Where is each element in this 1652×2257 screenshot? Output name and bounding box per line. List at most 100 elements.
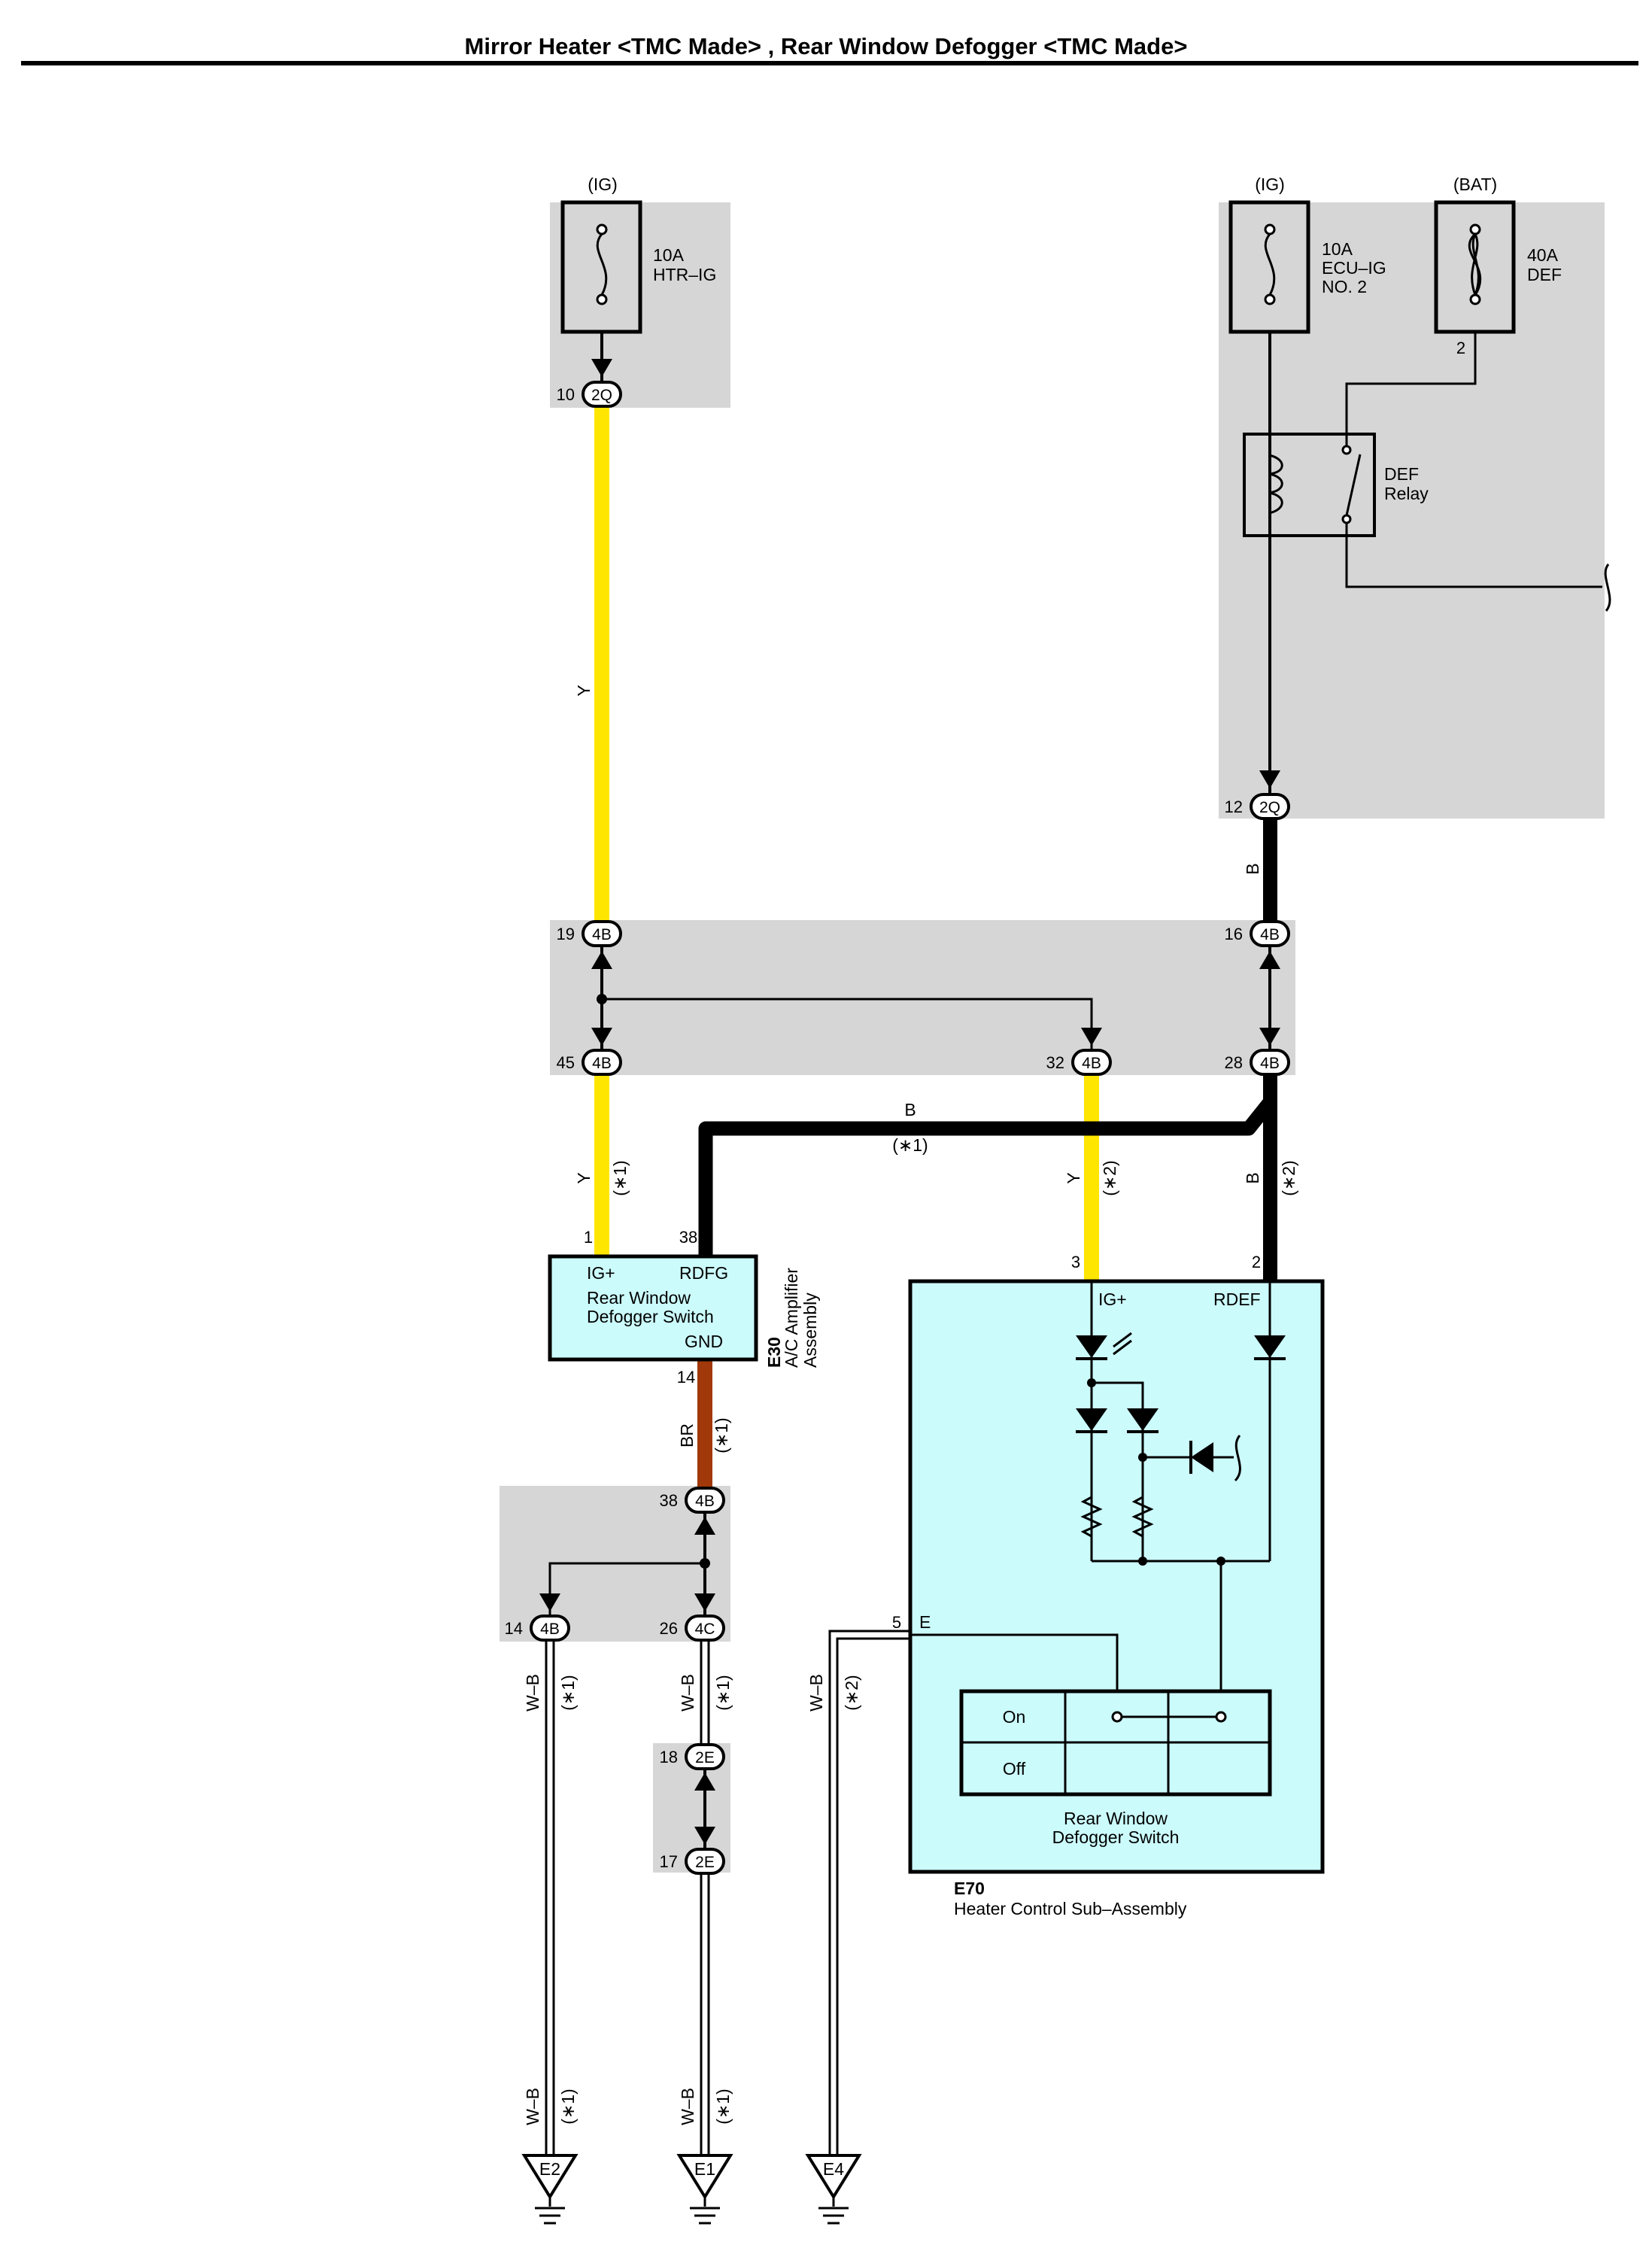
ground-e4-label: E4 xyxy=(823,2159,844,2179)
wire-label-b-e70: B xyxy=(1243,1172,1262,1183)
ground-e2: E2 xyxy=(521,2154,579,2225)
ground-e2-label: E2 xyxy=(539,2159,560,2179)
e30-term-gnd: GND xyxy=(685,1332,723,1351)
connector-4c-26: 4C 26 xyxy=(660,1615,725,1642)
ground-e1-label: E1 xyxy=(694,2159,715,2179)
wire-wb-e4 xyxy=(828,1630,910,2155)
wire-label-wb-e2-bot: W–B xyxy=(523,2088,542,2125)
e70-switch-label: Rear Window xyxy=(1064,1809,1168,1828)
e30-pin-ig: 1 xyxy=(584,1228,593,1247)
fuse-def-rating: 40A xyxy=(1527,245,1559,265)
wire-note-b-e70: (∗2) xyxy=(1279,1160,1298,1195)
fuse-box-right xyxy=(1219,202,1605,819)
wire-wb-e2 xyxy=(545,1640,555,2155)
connector-pin: 19 xyxy=(557,925,575,943)
fuse-ecu-ig-rating: 10A xyxy=(1322,239,1353,259)
switch-on-label: On xyxy=(1003,1707,1026,1727)
connector-2q-12: 2Q 12 xyxy=(1225,793,1290,820)
junction-dot xyxy=(597,994,607,1004)
connector-2q-10: 2Q 10 xyxy=(557,381,622,408)
relay-output-wire xyxy=(1345,523,1602,588)
arrow-4b-19-up xyxy=(591,951,612,969)
wire-note-wb-e1-top: (∗1) xyxy=(713,1675,733,1710)
connector-4b-28: 4B 28 xyxy=(1225,1049,1290,1076)
wire-b-cross xyxy=(698,1098,1276,1256)
junction-block-4b-upper xyxy=(550,920,1295,1075)
arrow-4b-28-down xyxy=(1259,1028,1280,1046)
connector-4b-14: 4B 14 xyxy=(505,1615,570,1642)
connector-pin: 10 xyxy=(557,385,575,404)
fuse-htr-ig-name: HTR–IG xyxy=(653,265,716,284)
wire-note-wb-e4: (∗2) xyxy=(842,1675,861,1710)
wire-label-wb-e1-bot: W–B xyxy=(678,2088,697,2125)
connector-code: 4B xyxy=(540,1621,560,1638)
connector-code: 4C xyxy=(695,1621,715,1638)
fuse-ecu-ig-name: ECU–IG xyxy=(1322,258,1386,278)
arrow-4b-14-down xyxy=(539,1593,560,1611)
e70-term-ig: IG+ xyxy=(1098,1289,1127,1309)
e70-pin-ig: 3 xyxy=(1071,1253,1080,1271)
title-rule xyxy=(21,61,1638,65)
connector-pin: 32 xyxy=(1046,1053,1064,1072)
connector-code: 4B xyxy=(1260,926,1280,943)
arrow-2q-10 xyxy=(591,359,612,377)
connector-pin: 18 xyxy=(660,1748,678,1766)
supply-ig-left: (IG) xyxy=(588,175,618,194)
relay-label-2: Relay xyxy=(1384,484,1429,503)
fuse-htr-ig-rating: 10A xyxy=(653,245,685,265)
e70-term-e: E xyxy=(919,1612,931,1632)
fuse-def-name: DEF xyxy=(1527,265,1562,284)
e70-code: E70 xyxy=(954,1879,985,1898)
wire-label-wb-e2-top: W–B xyxy=(523,1674,542,1712)
connector-code: 2E xyxy=(695,1854,715,1871)
connector-4b-19: 4B 19 xyxy=(557,920,622,947)
e30-pin-rdfg: 38 xyxy=(679,1228,697,1247)
switch-off-label: Off xyxy=(1003,1759,1026,1779)
e30-name-2: Assembly xyxy=(800,1293,820,1368)
wire-wb-e1-lower xyxy=(700,1873,710,2155)
supply-ig-right: (IG) xyxy=(1255,175,1285,194)
relay-supply-wire xyxy=(1345,332,1477,446)
resistor-icon xyxy=(1080,1490,1103,1561)
wire-wb-e1-upper xyxy=(700,1640,710,1744)
wire-label-br: BR xyxy=(677,1423,697,1447)
connector-code: 2Q xyxy=(1259,799,1280,816)
wire-y-upper xyxy=(594,406,609,922)
ground-e4: E4 xyxy=(805,2154,862,2225)
arrow-4b-16-up xyxy=(1259,951,1280,969)
ground-e1: E1 xyxy=(676,2154,733,2225)
diode-icon xyxy=(1127,1408,1159,1431)
connector-code: 4B xyxy=(695,1493,715,1510)
diode-icon xyxy=(1076,1408,1107,1431)
connector-pin: 14 xyxy=(505,1619,523,1638)
wire-b-upper xyxy=(1263,819,1277,922)
wire-note-y-e30: (∗1) xyxy=(610,1160,630,1195)
connector-pin: 45 xyxy=(557,1053,575,1072)
wire-b-e70 xyxy=(1263,1074,1277,1281)
connector-code: 4B xyxy=(1082,1055,1101,1072)
e30-term-rdfg: RDFG xyxy=(679,1263,728,1283)
connector-code: 4B xyxy=(1260,1055,1280,1072)
wire-note-wb-e2-bot: (∗1) xyxy=(558,2088,578,2124)
wire-label-b-cross: B xyxy=(904,1100,916,1119)
wire-br xyxy=(697,1360,712,1488)
fuse-ecu-ig-name-2: NO. 2 xyxy=(1322,277,1367,296)
wire-label-wb-e1-top: W–B xyxy=(678,1674,697,1712)
arrow-2e-18-up xyxy=(694,1772,715,1791)
e30-switch-label: Rear Window xyxy=(587,1288,691,1308)
led-icon xyxy=(1076,1335,1107,1358)
diode-icon xyxy=(1254,1335,1286,1358)
arrow-2q-12 xyxy=(1259,770,1280,788)
wire-label-wb-e4: W–B xyxy=(806,1674,826,1712)
connector-pin: 26 xyxy=(660,1619,678,1638)
connector-pin: 38 xyxy=(660,1491,678,1510)
e30-code: E30 xyxy=(764,1337,784,1368)
def-relay xyxy=(1243,433,1376,537)
wire-label-b-upper: B xyxy=(1243,863,1262,874)
wire-note-br: (∗1) xyxy=(712,1417,731,1453)
e70-name: Heater Control Sub–Assembly xyxy=(954,1899,1187,1918)
supply-bat: (BAT) xyxy=(1453,175,1497,194)
wire-label-y-upper: Y xyxy=(574,685,594,696)
connector-4b-38: 4B 38 xyxy=(660,1487,725,1514)
continuation-mark xyxy=(1604,563,1611,612)
